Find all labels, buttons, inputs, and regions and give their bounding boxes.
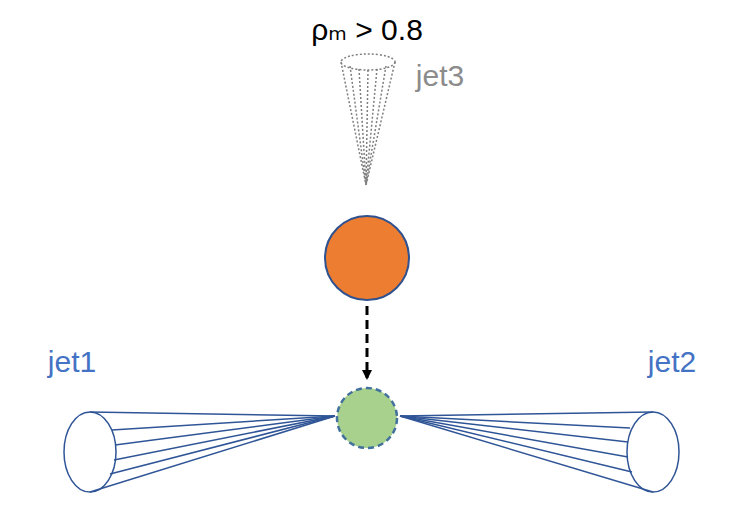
jet3-cone: [341, 54, 395, 185]
jet2-cone: [400, 412, 679, 492]
title: ρₘ > 0.8: [311, 13, 423, 48]
jet-label: jet2: [648, 345, 696, 380]
green-particle: [337, 388, 397, 448]
decay-arrow: [366, 306, 369, 378]
jet-label: jet3: [416, 59, 464, 94]
orange-particle: [325, 216, 409, 300]
jet1-cone: [64, 412, 335, 492]
jet-label: jet1: [48, 345, 96, 380]
